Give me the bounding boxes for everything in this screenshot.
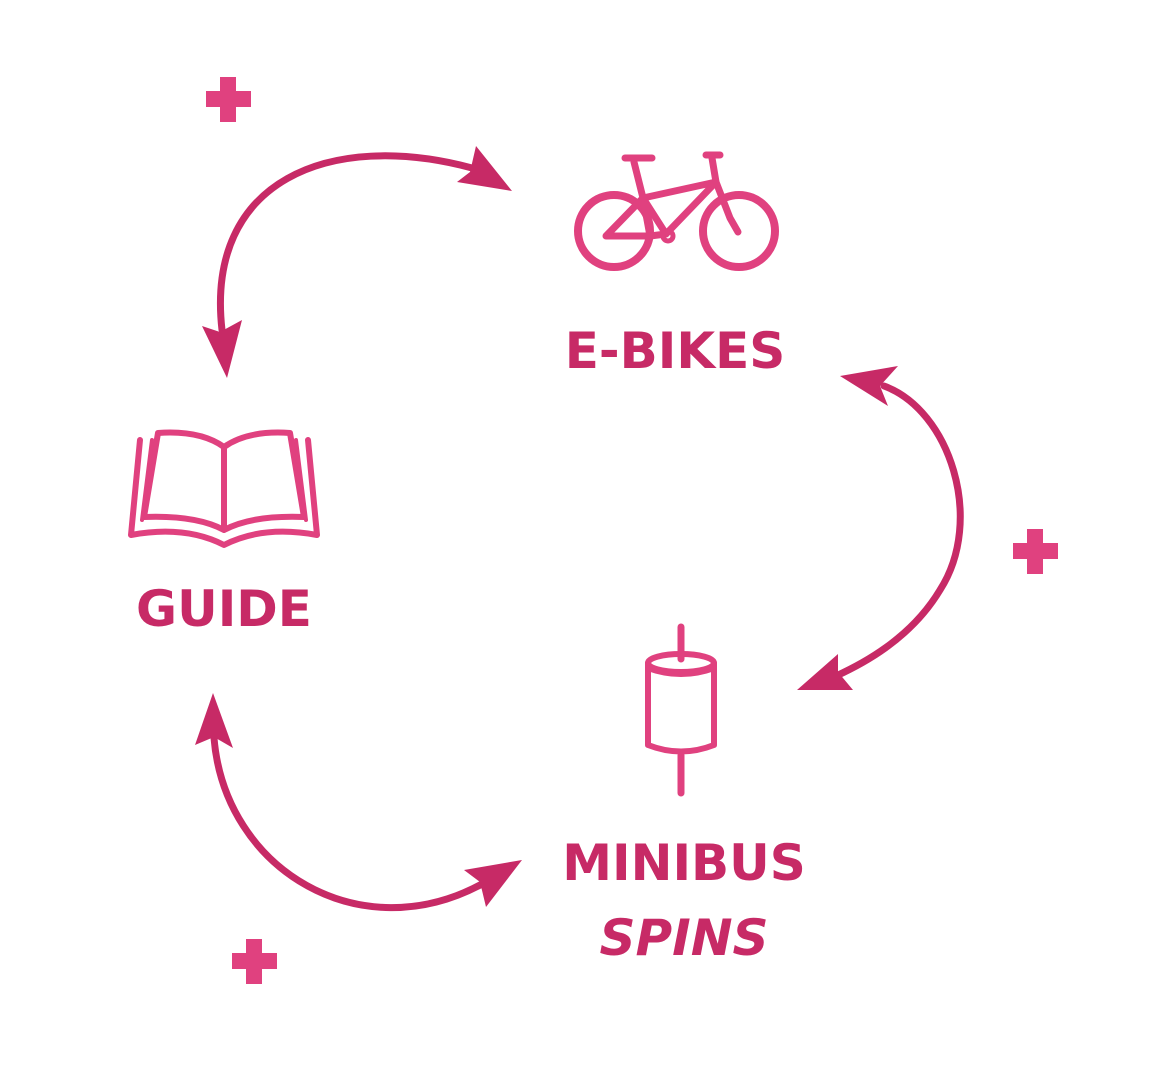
ebikes-node: E-BIKES — [565, 151, 786, 380]
open-book-icon — [128, 429, 320, 548]
bicycle-icon — [574, 151, 779, 271]
arrow-guide-ebikes — [202, 146, 512, 378]
minibus-label: MINIBUS — [562, 834, 806, 892]
guide-node: GUIDE — [128, 429, 320, 638]
minibus-sublabel: SPINS — [599, 909, 768, 967]
arrow-minibus-guide — [195, 693, 522, 912]
spindle-icon — [645, 623, 717, 797]
guide-label: GUIDE — [136, 580, 312, 638]
plus-icon — [232, 939, 277, 984]
arrow-ebikes-minibus — [797, 366, 964, 690]
plus-icon — [1013, 529, 1058, 574]
minibus-node: MINIBUS SPINS — [562, 623, 806, 967]
ebikes-label: E-BIKES — [565, 322, 786, 380]
plus-icon — [206, 77, 251, 122]
